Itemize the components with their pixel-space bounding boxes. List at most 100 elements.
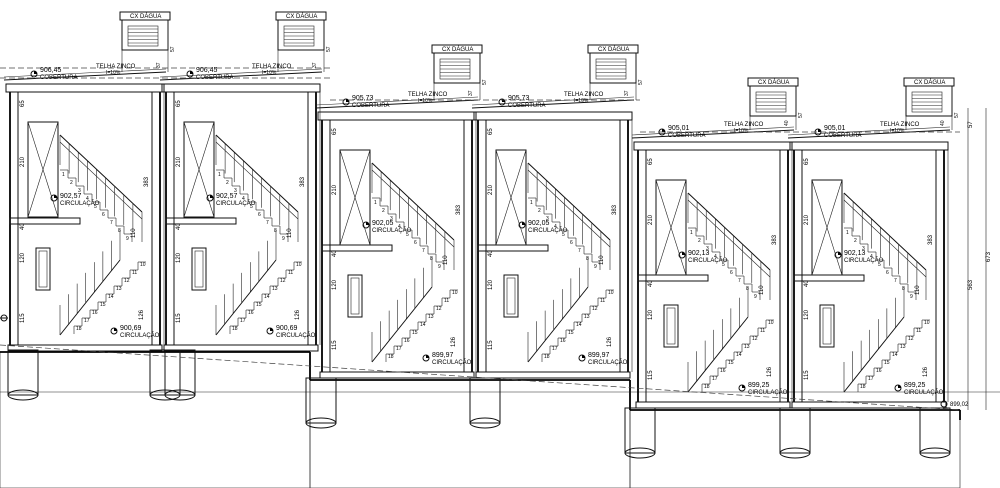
stair-step-number: 13 (584, 314, 590, 320)
dimension-label: 57 (638, 79, 644, 85)
dimension-label: 65 (488, 128, 494, 135)
stair-step-number: 1 (690, 230, 693, 236)
tank-lid (587, 44, 639, 54)
roof-slope-label: I=10% (418, 98, 433, 104)
ground-slab (475, 371, 631, 379)
handrail (215, 259, 277, 336)
stair-step-number: 15 (728, 360, 734, 366)
dimension-label: 210 (176, 156, 182, 167)
paving-hatch (629, 409, 961, 488)
roof-type-label: TELHA ZINCO (96, 64, 136, 70)
stair-step-number: 14 (264, 294, 270, 300)
handrail-lower (215, 141, 299, 220)
circulation-label: CIRCULAÇÃO (216, 200, 256, 207)
stair-step-number: 11 (916, 328, 921, 334)
stair-step-number: 9 (438, 264, 441, 270)
water-tank-label: CX DÁGUA (130, 13, 161, 20)
dimension-label: 37 (156, 62, 162, 68)
stair-step-number: 18 (76, 326, 82, 332)
handrail (843, 192, 927, 271)
dimension-label: 57 (954, 112, 960, 118)
overall-dimension-label: 57 (968, 121, 974, 128)
stair-step-number: 6 (570, 240, 573, 246)
door-diag (339, 149, 371, 246)
stair-step-number: 14 (892, 352, 898, 358)
door-diag (811, 179, 843, 276)
roof-slab (789, 141, 949, 151)
stair-step-number: 9 (594, 264, 597, 270)
window-frame (666, 307, 676, 345)
handrail-lower (371, 169, 455, 248)
stair-step-number: 5 (562, 232, 565, 238)
window-frame (822, 307, 832, 345)
level-marker-fill (190, 71, 193, 74)
dimension-label: 65 (648, 158, 654, 165)
stair-step-number: 9 (126, 236, 129, 242)
roof-slope (315, 99, 479, 109)
handrail (687, 316, 749, 393)
stair-step-number: 3 (390, 216, 393, 222)
stair-step-number: 15 (884, 360, 890, 366)
ground-slab (319, 371, 475, 379)
roof-slab (473, 111, 633, 121)
dimension-label: 383 (144, 176, 150, 187)
stair-step-number: 10 (140, 262, 146, 268)
stair-step-number: 9 (282, 236, 285, 242)
floor-slab (165, 217, 237, 225)
dimension-label: 57 (482, 79, 488, 85)
dimension-label: 126 (139, 309, 145, 320)
dimension-label: 115 (176, 313, 182, 323)
stair-step-number: 7 (422, 248, 425, 254)
overall-dimension-label: 563 (968, 279, 974, 290)
level-marker-fill (502, 99, 505, 102)
handrail (59, 259, 121, 336)
water-tank (121, 19, 169, 51)
ground-slab (791, 401, 947, 409)
stair-step-number: 14 (736, 352, 742, 358)
dimension-label: 126 (451, 336, 457, 347)
stair-step-number: 16 (560, 338, 566, 344)
stair-step-number: 5 (878, 262, 881, 268)
circulation-label: CIRCULAÇÃO (432, 359, 472, 366)
stair-step-number: 12 (124, 278, 130, 284)
water-tank-label: CX DÁGUA (914, 79, 945, 86)
stair-step-number: 16 (720, 368, 726, 374)
floor-level: 899,97 (588, 352, 610, 359)
roof-type-label: TELHA ZINCO (252, 64, 292, 70)
floor-slab (9, 217, 81, 225)
stair-step-number: 10 (452, 290, 458, 296)
window-frame (506, 277, 516, 315)
footing-base (469, 417, 501, 429)
stair-step-number: 3 (706, 246, 709, 252)
house-module: 1234567891011121314151617186521040120115… (315, 44, 488, 379)
door-upper (183, 121, 215, 218)
circulation-label: CIRCULAÇÃO (904, 389, 944, 396)
roof-type-label: TELHA ZINCO (880, 122, 920, 128)
dimension-label: 126 (923, 366, 929, 377)
level-marker-fill (34, 71, 37, 74)
stair-step-number: 11 (288, 270, 293, 276)
dimension-label: 210 (488, 184, 494, 195)
stair-step-number: 6 (258, 212, 261, 218)
level-marker-fill (54, 195, 57, 198)
handrail (371, 162, 455, 241)
level-marker (940, 400, 948, 408)
stair-step-number: 13 (272, 286, 278, 292)
footing (919, 407, 951, 454)
water-tank (905, 85, 953, 117)
tank-lid (431, 44, 483, 54)
stair-step-number: 1 (374, 200, 377, 206)
stair-step-number: 3 (234, 188, 237, 194)
floor-level: 899,97 (432, 352, 454, 359)
dimension-label: 120 (20, 252, 26, 263)
level-marker-fill (114, 328, 117, 331)
level-marker-fill (898, 385, 901, 388)
dimension-label: 120 (648, 309, 654, 320)
handrail (371, 286, 433, 363)
stair-step-number: 14 (108, 294, 114, 300)
dimension-label: 120 (176, 252, 182, 263)
door-upper (27, 121, 59, 218)
stair-step-number: 17 (84, 318, 90, 324)
